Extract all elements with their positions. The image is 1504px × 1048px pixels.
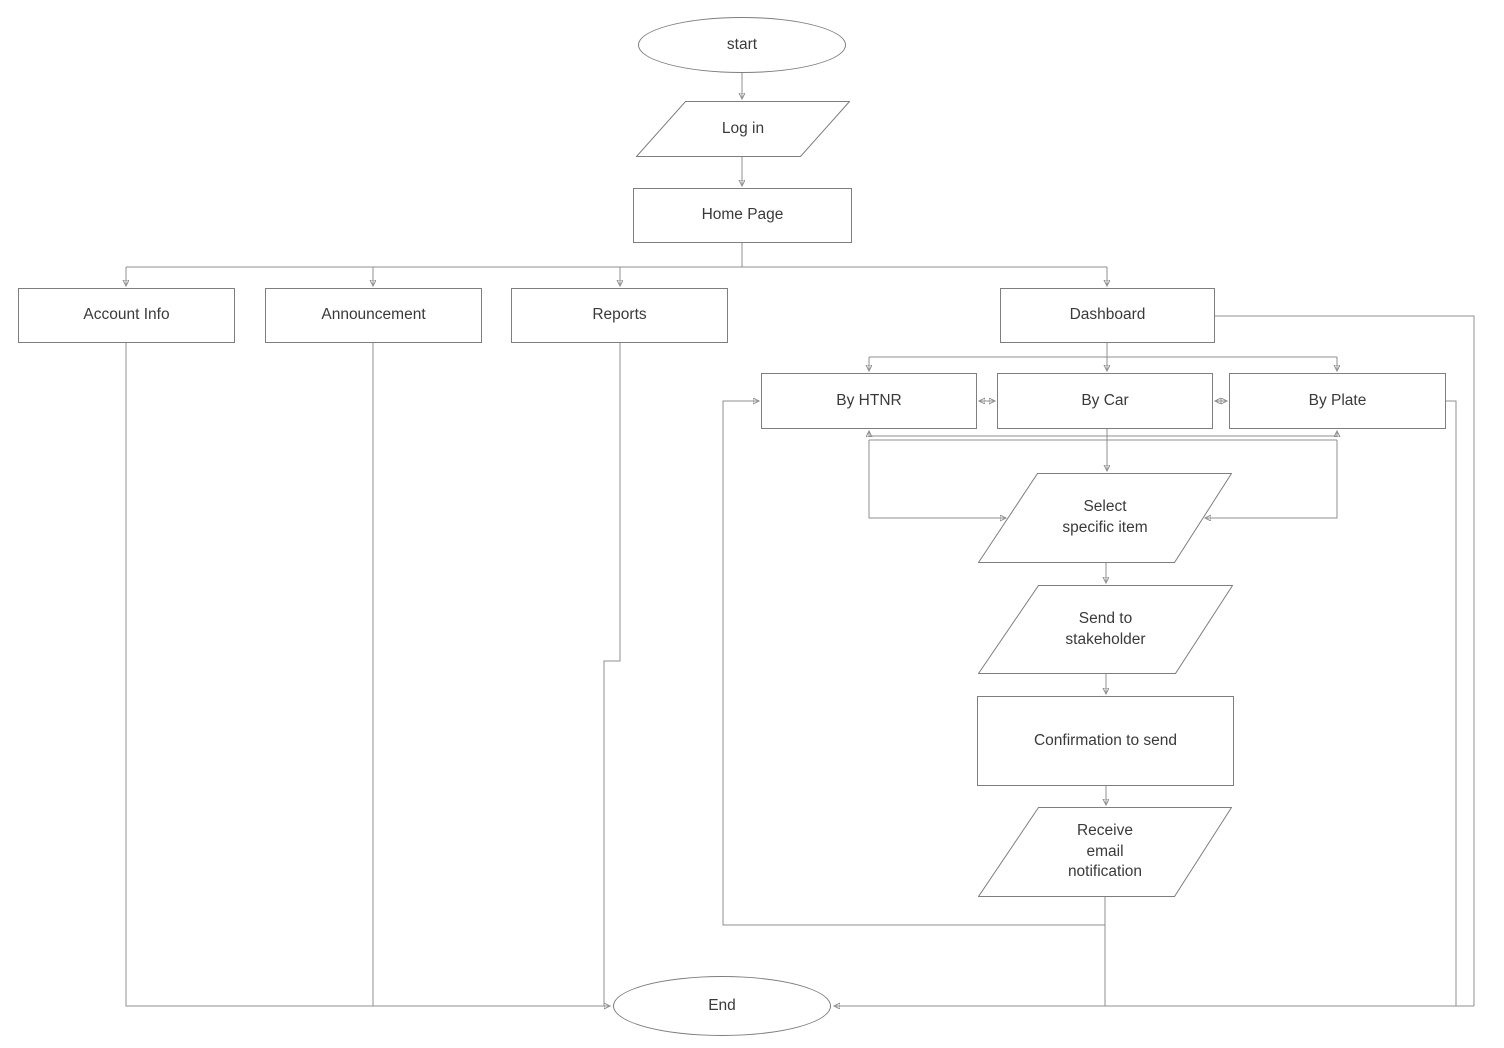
node-login-label: Log in <box>721 119 765 137</box>
node-send-to-stakeholder-label: Send to stakeholder <box>1065 609 1146 648</box>
node-end-label: End <box>708 996 736 1014</box>
node-start-label: start <box>726 35 758 53</box>
parallelogram-shape <box>978 585 1233 674</box>
node-by-plate[interactable]: By Plate <box>1229 373 1446 429</box>
node-login[interactable]: Log in <box>636 101 850 157</box>
parallelogram-shape <box>978 473 1232 563</box>
node-dashboard[interactable]: Dashboard <box>1000 288 1215 343</box>
node-account-info[interactable]: Account Info <box>18 288 235 343</box>
edge-byhtnr-byplate-under <box>869 431 1337 436</box>
node-confirmation-to-send-label: Confirmation to send <box>1033 731 1178 749</box>
node-end[interactable]: End <box>613 976 831 1036</box>
node-select-specific-item[interactable]: Select specific item <box>978 473 1232 563</box>
node-dashboard-label: Dashboard <box>1069 306 1146 324</box>
node-announcement-label: Announcement <box>321 306 426 324</box>
node-select-specific-item-label: Select specific item <box>1062 498 1148 536</box>
node-homepage-label: Home Page <box>701 206 784 224</box>
parallelogram-shape <box>978 807 1232 897</box>
node-account-info-label: Account Info <box>83 306 170 324</box>
edge-loop-receive-byhtnr <box>722 401 1105 926</box>
edge-byplate-select <box>1205 440 1338 518</box>
edge-byplate-end <box>1446 400 1457 1006</box>
node-by-htnr[interactable]: By HTNR <box>761 373 977 429</box>
node-announcement[interactable]: Announcement <box>265 288 482 343</box>
edge-dashboard-end <box>1215 315 1475 1006</box>
node-by-htnr-label: By HTNR <box>836 391 902 409</box>
node-start[interactable]: start <box>638 17 846 73</box>
node-homepage[interactable]: Home Page <box>633 188 852 243</box>
edge-accountinfo-end <box>125 343 610 1006</box>
node-confirmation-to-send[interactable]: Confirmation to send <box>977 696 1234 786</box>
node-by-car-label: By Car <box>1081 391 1129 409</box>
edge-reports-end <box>603 343 621 1006</box>
parallelogram-shape <box>636 101 850 157</box>
node-receive-email-notification-label: Receive email notification <box>1067 821 1143 881</box>
node-reports[interactable]: Reports <box>511 288 728 343</box>
node-receive-email-notification[interactable]: Receive email notification <box>978 807 1232 897</box>
edge-byhtnr-select <box>868 440 1006 518</box>
node-by-plate-label: By Plate <box>1308 391 1367 409</box>
node-send-to-stakeholder[interactable]: Send to stakeholder <box>978 585 1233 674</box>
node-by-car[interactable]: By Car <box>997 373 1213 429</box>
node-reports-label: Reports <box>592 306 647 324</box>
